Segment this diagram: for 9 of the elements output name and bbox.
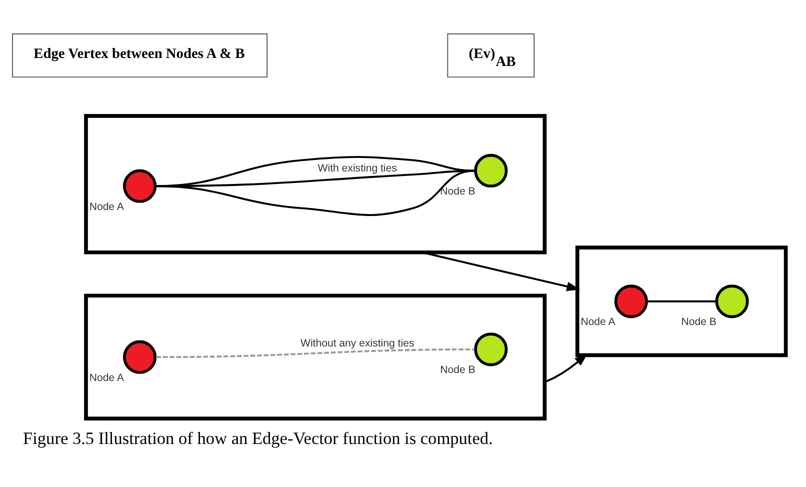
- node-label: Node A: [89, 200, 124, 213]
- caption: Figure 3.5 Illustration of how an Edge-Vector function is computed.: [23, 428, 493, 448]
- node-label: Node A: [580, 316, 616, 328]
- node-label: Node A: [89, 372, 124, 384]
- edge-label: With existing ties: [318, 162, 397, 174]
- node-label: Node B: [681, 316, 716, 328]
- edge-label: Without any existing ties: [300, 337, 414, 350]
- node-label: Node B: [440, 186, 476, 198]
- node-label: Node B: [440, 364, 476, 376]
